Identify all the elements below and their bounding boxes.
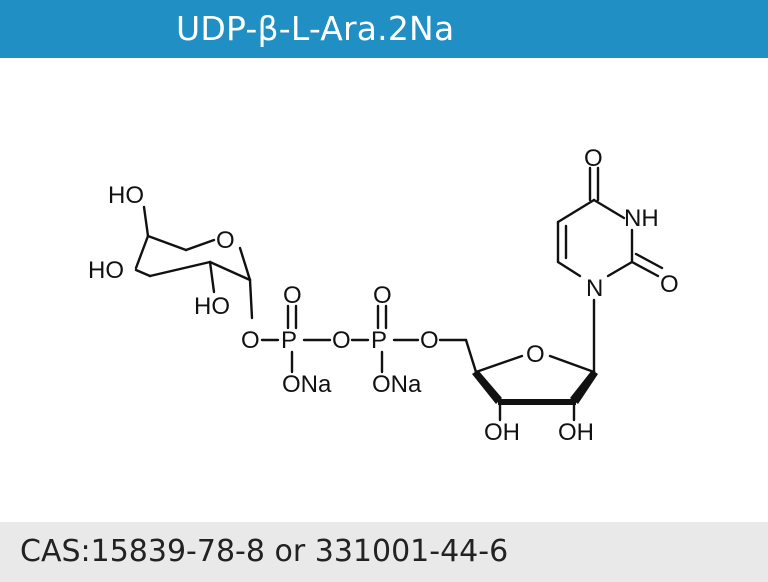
atom-label: HO	[88, 257, 124, 284]
atom-label: ONa	[282, 371, 332, 398]
atom-label: OH	[484, 419, 520, 446]
bond-line	[606, 260, 634, 278]
bond-line	[134, 234, 150, 270]
bond-line	[134, 268, 152, 278]
bond-line	[208, 260, 252, 282]
bond-line	[238, 246, 252, 282]
atom-label: P	[281, 327, 297, 354]
atom-label: OH	[558, 419, 594, 446]
chemical-structure: HO HO HO O O P O ONa O P O ONa O O OH OH…	[0, 58, 768, 520]
bond-line	[556, 198, 596, 224]
atom-label: P	[371, 327, 387, 354]
atom-label: NH	[624, 205, 659, 232]
bond-line	[148, 260, 212, 278]
bond-line	[464, 338, 478, 374]
atom-label: O	[283, 282, 302, 309]
compound-title: UDP-β-L-Ara.2Na	[176, 9, 455, 48]
bond-line	[548, 354, 596, 374]
atom-label: O	[420, 327, 439, 354]
bond-line	[474, 354, 524, 374]
atom-label: O	[660, 271, 679, 298]
atom-label: O	[216, 227, 235, 254]
bond-line	[556, 260, 582, 278]
atom-label: ONa	[372, 371, 422, 398]
bond-line	[142, 205, 150, 238]
atom-label: O	[526, 341, 545, 368]
atom-label: HO	[108, 182, 144, 209]
footer-bar: CAS:15839-78-8 or 331001-44-6	[0, 522, 768, 582]
bond-line	[630, 260, 660, 278]
bold-ring-bond	[570, 370, 598, 404]
bond-line	[248, 278, 254, 320]
atom-label: N	[586, 275, 603, 302]
bond-line	[208, 260, 216, 294]
bond-line	[592, 198, 626, 220]
atom-label: O	[373, 282, 392, 309]
atom-label: O	[241, 327, 260, 354]
cas-number-text: CAS:15839-78-8 or 331001-44-6	[20, 534, 509, 569]
bond-line	[634, 252, 664, 270]
atom-label: HO	[194, 293, 230, 320]
atom-label: O	[332, 327, 351, 354]
bold-ring-bond	[472, 370, 502, 404]
bond-line	[146, 234, 188, 252]
atom-label: O	[584, 145, 603, 172]
bond-line	[184, 238, 216, 252]
structure-drawing: HO HO HO O O P O ONa O P O ONa O O OH OH…	[88, 145, 679, 446]
bold-ring-bond	[498, 399, 576, 405]
header-bar: UDP-β-L-Ara.2Na	[0, 0, 768, 58]
